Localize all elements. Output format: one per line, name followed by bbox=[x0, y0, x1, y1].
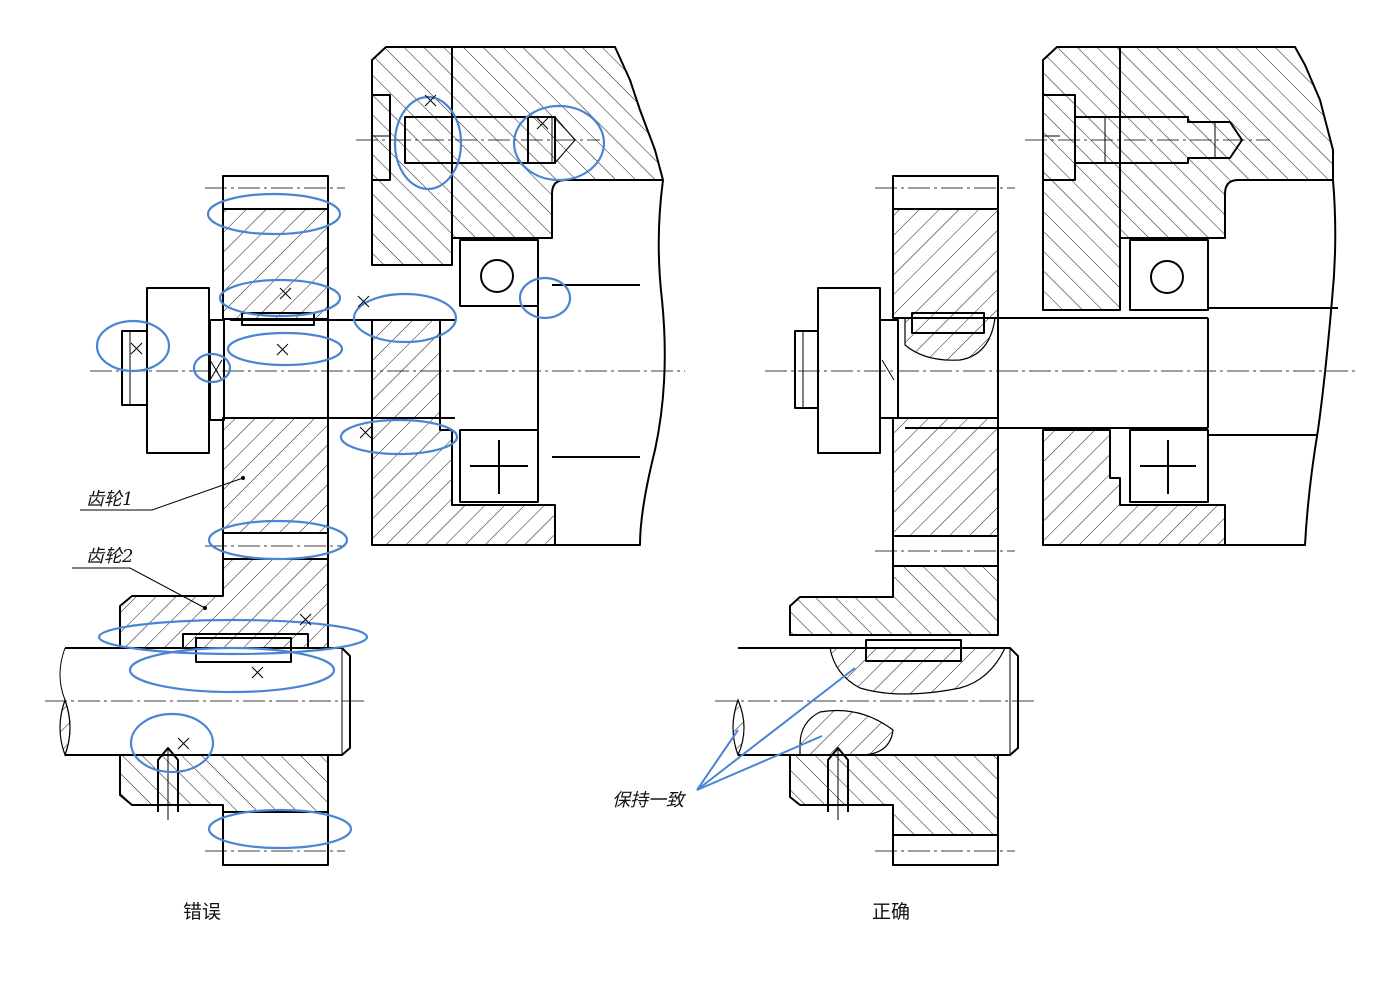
wrong-assembly-drawing: 齿轮1 齿轮2 bbox=[45, 46, 685, 866]
error-x-marks bbox=[130, 94, 549, 750]
gear-1-right bbox=[875, 175, 1015, 567]
gear2-leader-dot bbox=[203, 606, 207, 610]
error-highlight-marks bbox=[95, 95, 606, 850]
gear-2-left bbox=[119, 558, 345, 866]
gear1-leader bbox=[80, 477, 244, 511]
correct-caption: 正确 bbox=[872, 901, 910, 923]
keep-consistent-label: 保持一致 bbox=[612, 790, 687, 811]
gear1-leader-dot bbox=[241, 476, 245, 480]
housing-left bbox=[356, 46, 666, 546]
gear-1-left bbox=[205, 175, 345, 560]
wrong-caption: 错误 bbox=[183, 901, 221, 923]
gear2-leader bbox=[72, 567, 206, 609]
nut-right bbox=[794, 287, 899, 454]
nut-left bbox=[121, 287, 225, 454]
gear2-label: 齿轮2 bbox=[86, 546, 133, 567]
correct-assembly-drawing: 保持一致 bbox=[612, 46, 1355, 866]
gear1-label: 齿轮1 bbox=[86, 489, 133, 510]
shaft-2-left bbox=[45, 647, 368, 820]
consistency-leaders bbox=[696, 667, 856, 791]
shaft-1-right bbox=[765, 317, 1355, 429]
housing-right bbox=[1025, 46, 1338, 546]
shaft-2-right bbox=[715, 639, 1035, 820]
gear-2-right bbox=[789, 565, 1015, 866]
